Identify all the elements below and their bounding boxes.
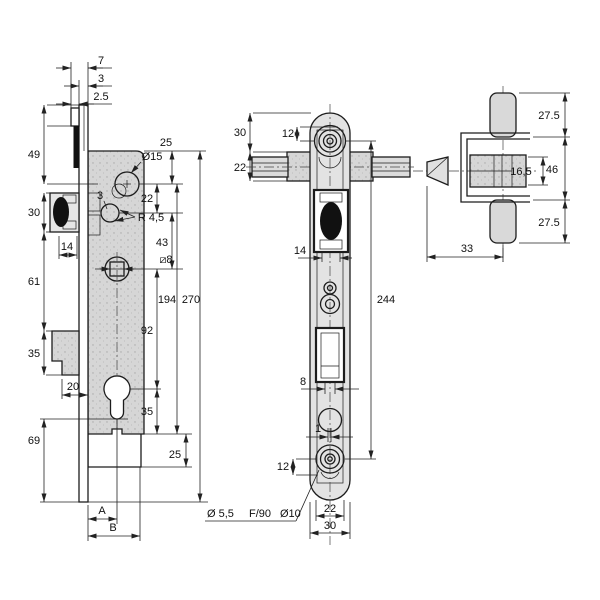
dim-top-3: 3	[98, 73, 104, 85]
dim-front-22: 22	[234, 162, 246, 174]
latch-window	[312, 188, 350, 254]
dim-front-12-bottom: 12	[277, 461, 289, 473]
dim-right-43: 43	[156, 237, 168, 249]
dim-plan-46: 46	[546, 164, 558, 176]
dim-front-12-top: 12	[282, 128, 294, 140]
latch-chamber-slot	[87, 192, 101, 212]
dim-front-1: 1	[315, 423, 321, 435]
dim-deadbolt-20: 20	[67, 381, 79, 393]
dim-plan-27-5-bottom: 27.5	[538, 217, 559, 229]
front-extension-lines	[253, 112, 376, 539]
faceplate-side	[78, 104, 89, 503]
note-hole-dia: Ø10	[280, 508, 301, 520]
dim-front-22-bottom: 22	[324, 503, 336, 515]
plan-view: 27.5 16,5 46 27.5 33	[413, 86, 570, 262]
faceplate-wing-bottom	[489, 199, 517, 244]
front-dimension-lines	[205, 113, 374, 536]
plan-extension-lines	[426, 92, 570, 262]
dim-backset-A: A	[98, 505, 106, 517]
note-screw-dia: Ø 5,5	[207, 508, 234, 520]
lock-case	[87, 150, 145, 435]
dim-right-92: 92	[141, 325, 153, 337]
dim-front-14: 14	[294, 245, 306, 257]
latch-bolt-head	[53, 197, 69, 227]
top-clip	[70, 107, 80, 127]
dim-right-35: 35	[141, 406, 153, 418]
dim-latch-14: 14	[61, 241, 73, 253]
dim-right-270: 270	[182, 294, 200, 306]
mounting-bracket	[460, 132, 530, 203]
label-square-8: ⧄8	[159, 254, 172, 266]
dim-overall-B: B	[109, 522, 116, 534]
note-fire-rating: F/90	[249, 508, 271, 520]
dim-left-49: 49	[28, 149, 40, 161]
dim-right-25-top: 25	[160, 137, 172, 149]
dim-left-69: 69	[28, 435, 40, 447]
dim-left-35: 35	[28, 348, 40, 360]
latch-lever-arc	[111, 183, 127, 199]
label-radius-4-5: R 4,5	[138, 212, 164, 224]
dim-right-194: 194	[158, 294, 176, 306]
side-view: 7 3 2.5 49 30 61 35 69 14 20 A B 25 22 4…	[28, 55, 208, 541]
case-plan	[469, 154, 527, 188]
adjustment-holes	[319, 281, 341, 315]
dim-plan-16-5: 16,5	[510, 166, 531, 178]
dim-left-61: 61	[28, 276, 40, 288]
dim-plan-27-5-top: 27.5	[538, 110, 559, 122]
top-screw-hole	[313, 124, 347, 169]
mounting-plate-section	[73, 126, 79, 168]
side-extension-lines	[40, 62, 208, 541]
faceplate-wing-top	[489, 92, 517, 138]
dim-front-30: 30	[234, 127, 246, 139]
latch-chamber-slot	[87, 214, 101, 236]
dim-right-22: 22	[141, 193, 153, 205]
front-view: 30 12 22 14 244 8 1 12 22 30 Ø 5,5 F/90 …	[205, 104, 414, 545]
dim-right-25-bottom: 25	[169, 449, 181, 461]
dim-front-30-bottom: 30	[324, 520, 336, 532]
dim-plan-33: 33	[461, 243, 473, 255]
label-offset-3: 3	[97, 190, 103, 202]
dim-front-8: 8	[300, 376, 306, 388]
plan-dimension-lines	[427, 93, 568, 260]
dim-top-2-5: 2.5	[93, 91, 108, 103]
latch-bolt-plan	[426, 156, 449, 186]
latch-bolt	[49, 192, 80, 233]
cylinder-screw-hole	[317, 407, 343, 433]
dim-top-7: 7	[98, 55, 104, 67]
deadbolt-slot	[314, 326, 346, 384]
dim-left-30: 30	[28, 207, 40, 219]
label-dia-15: Ø15	[142, 151, 163, 163]
side-dimension-lines	[41, 65, 203, 539]
dim-front-244: 244	[377, 294, 395, 306]
latch-bolt-front	[320, 202, 342, 240]
